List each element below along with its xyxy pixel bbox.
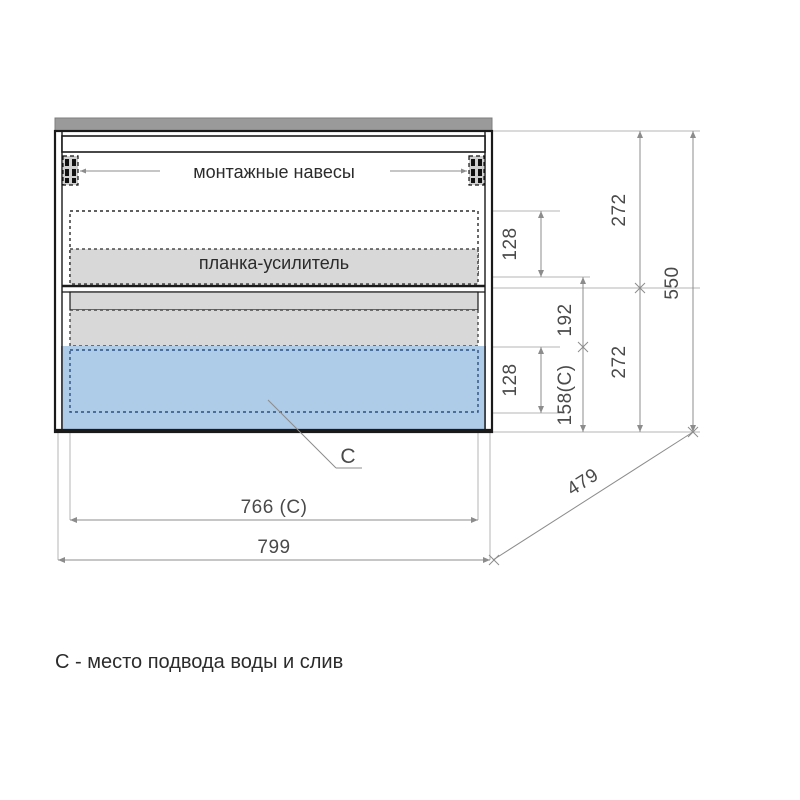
dimension-upper-128-label: 128: [500, 227, 521, 260]
dimension-inner-width: 766 (C): [70, 497, 478, 523]
water-point-marker: C: [340, 445, 355, 468]
water-point-leader: [267, 399, 362, 469]
dimension-lower-272-label: 272: [609, 345, 630, 378]
reinforcement-strip-label: планка-усилитель: [199, 253, 349, 273]
dimension-upper-128: 128: [500, 211, 544, 277]
top-rail: [61, 135, 486, 153]
extension-lines: [57, 130, 700, 560]
dimension-158c: 158(C): [555, 347, 586, 432]
dimension-lower-128: 128: [500, 347, 544, 413]
dimension-upper-272: 272: [609, 131, 646, 294]
dimension-lower-128-label: 128: [500, 363, 521, 396]
drawing-caption: C - место подвода воды и слив: [55, 651, 343, 673]
mid-divider: [62, 284, 485, 311]
countertop: [54, 117, 493, 132]
dimension-158c-label: 158(C): [555, 364, 576, 425]
dimension-lower-272: 272: [609, 288, 643, 432]
dimension-upper-272-label: 272: [609, 193, 630, 226]
water-supply-zone: [62, 346, 485, 430]
mounting-brackets-label: монтажные навесы: [193, 162, 355, 182]
mounting-bracket-right: [468, 155, 485, 186]
dimension-overall-width: 799: [58, 537, 490, 563]
dimension-inner-width-label: 766 (C): [241, 497, 308, 518]
dimension-overall-width-label: 799: [257, 537, 290, 558]
dimension-total-550: 550: [662, 131, 696, 432]
mounting-brackets-leader: [80, 168, 467, 174]
mounting-bracket-left: [62, 155, 79, 186]
dimension-total-550-label: 550: [662, 266, 683, 299]
upper-section: монтажные навесы планка-усилитель: [61, 135, 486, 285]
reinforcement-strip: [69, 248, 479, 285]
lower-section: [55, 309, 492, 432]
lower-drawer-panel: [69, 309, 479, 347]
dimension-192-label: 192: [555, 303, 576, 336]
water-supply-zone-dashed: [69, 349, 479, 413]
dimension-192: 192: [555, 277, 589, 353]
dimension-depth-label: 479: [563, 465, 602, 501]
dimension-depth: 479: [488, 426, 699, 566]
